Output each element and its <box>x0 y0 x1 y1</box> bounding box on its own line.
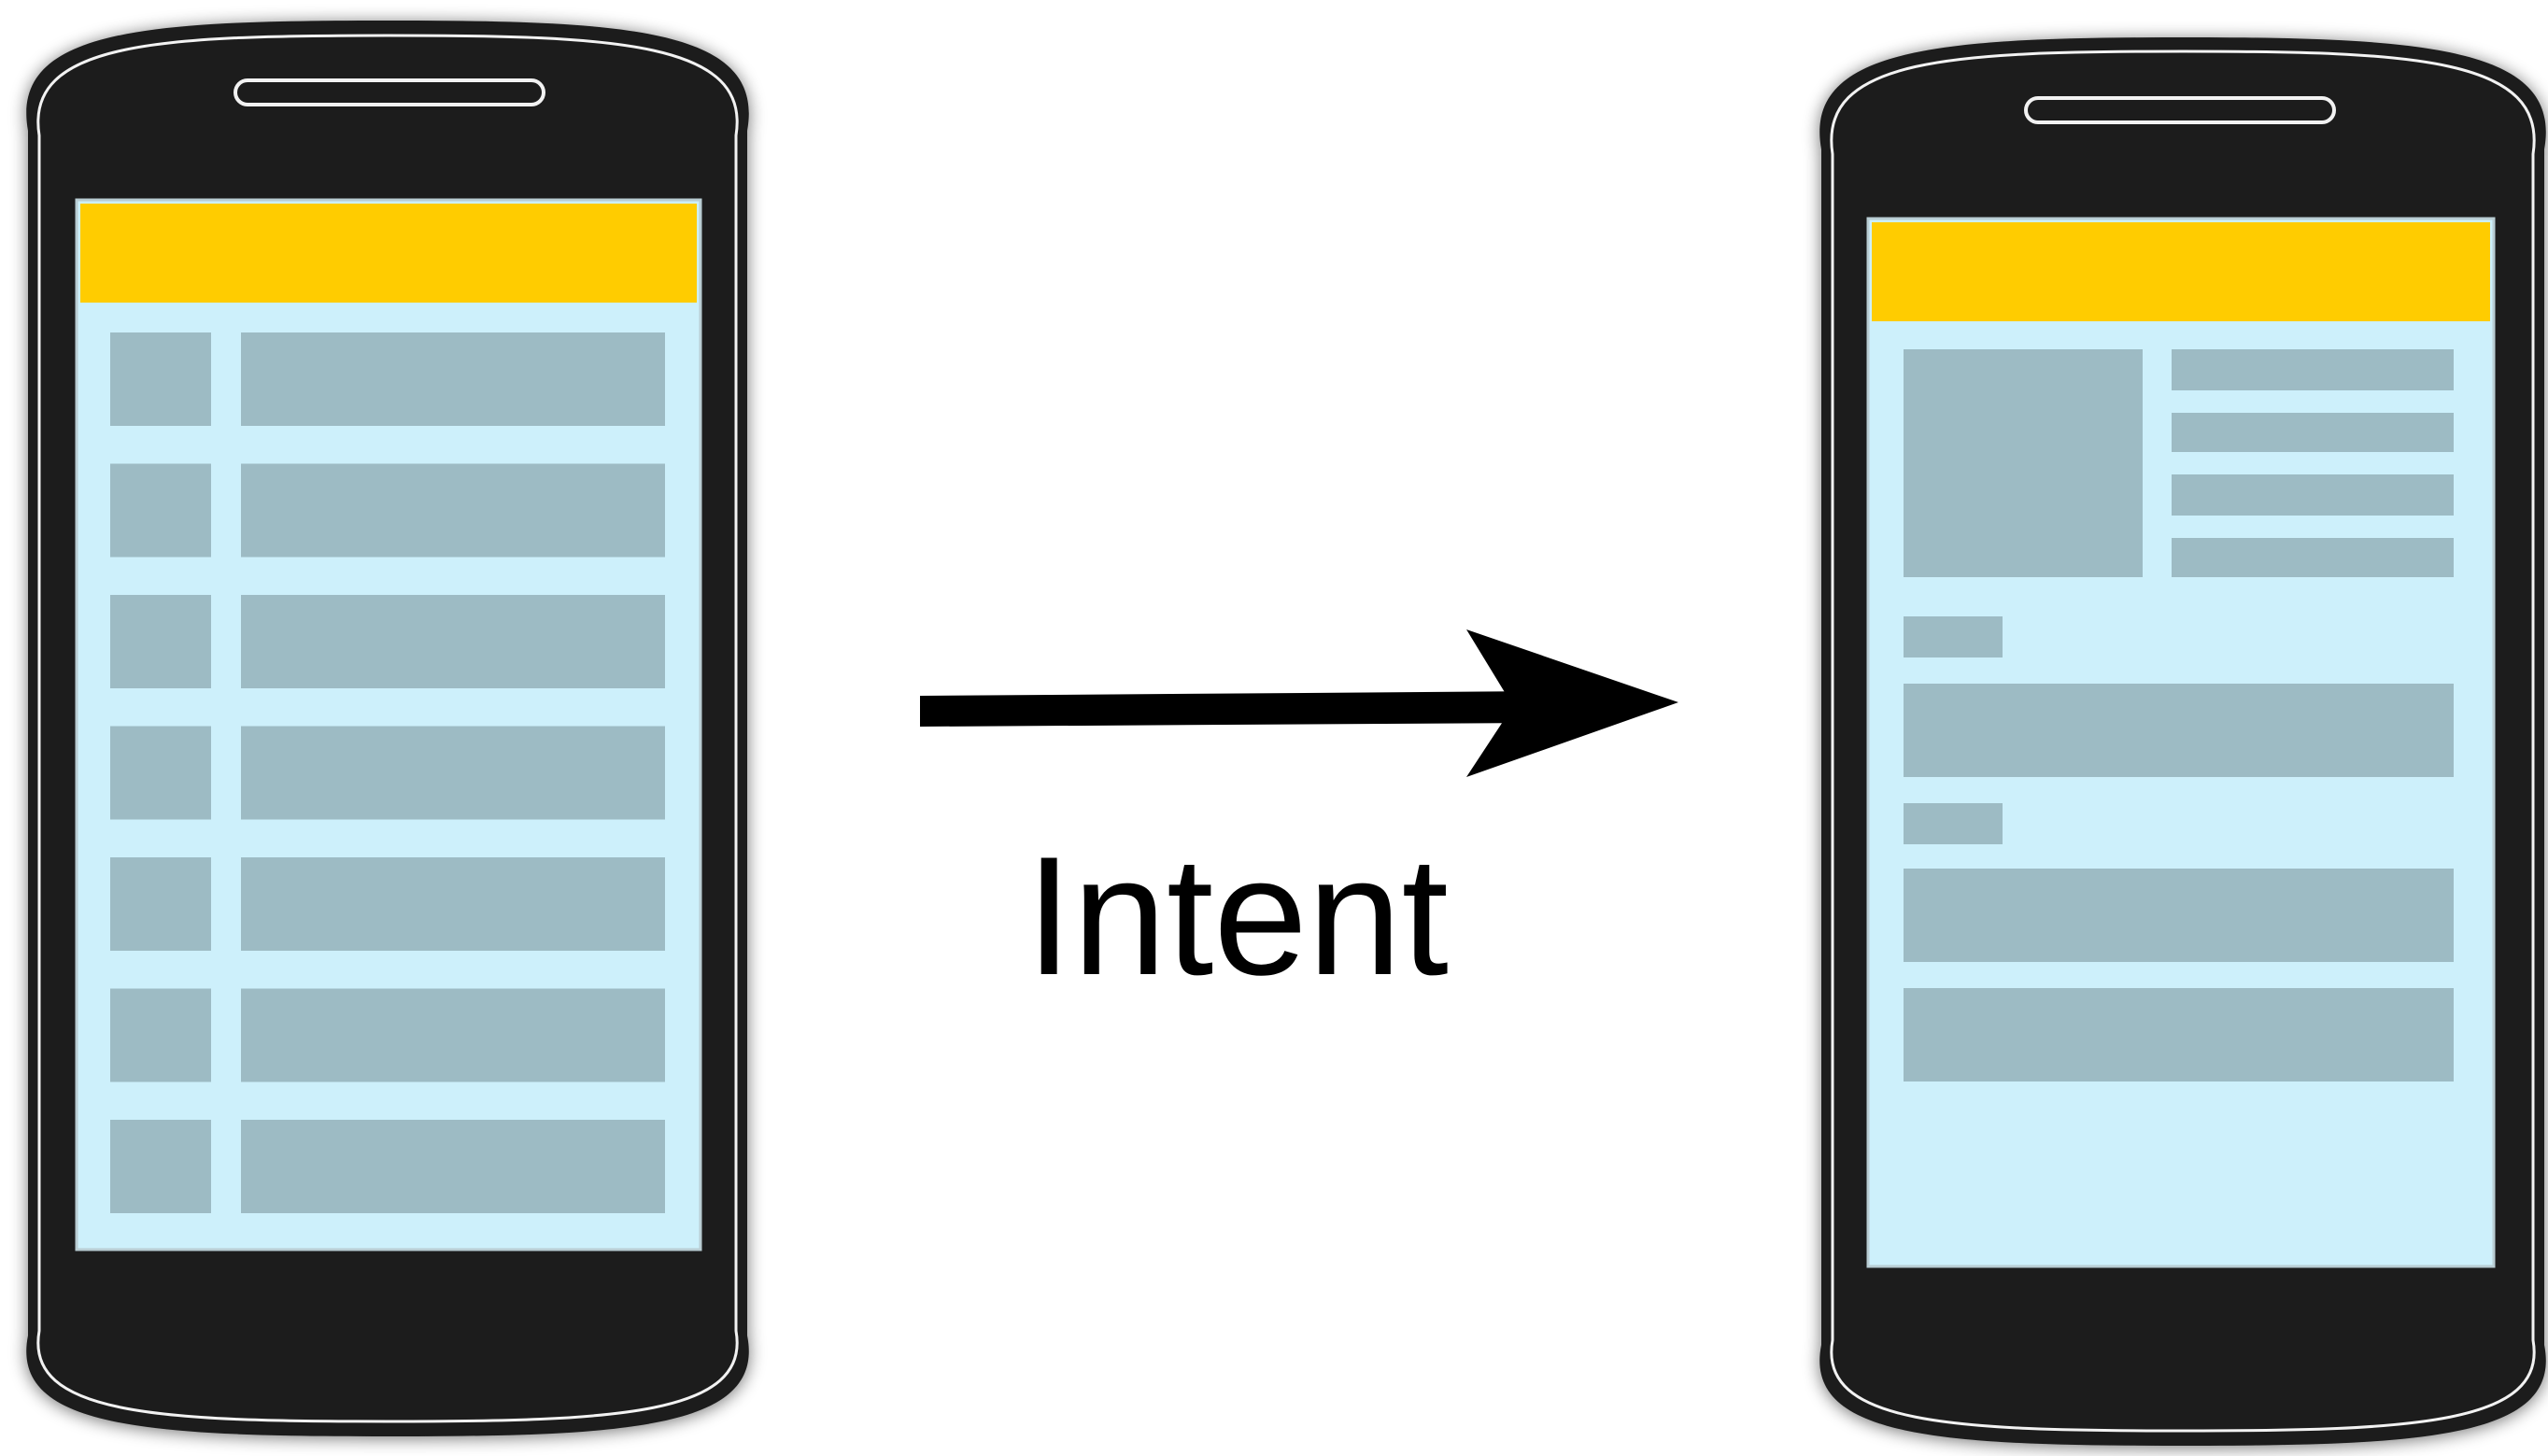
list-item <box>110 726 665 820</box>
list-item-text-placeholder <box>241 726 665 820</box>
list-item <box>110 1120 665 1213</box>
list-item-icon-placeholder <box>110 1120 211 1213</box>
speaker-grille <box>2024 96 2336 124</box>
source-phone <box>26 21 749 1436</box>
field-value-placeholder <box>1904 869 2454 962</box>
phone-outline <box>36 34 739 1423</box>
arrow-head <box>1466 629 1678 777</box>
phone-outline <box>1830 49 2536 1433</box>
list-item-icon-placeholder <box>110 463 211 558</box>
list-item <box>110 463 665 558</box>
list-item-text-placeholder <box>241 988 665 1082</box>
list-item-icon-placeholder <box>110 726 211 820</box>
detail-line-placeholder <box>2172 349 2454 390</box>
list-item-text-placeholder <box>241 1120 665 1213</box>
list-item-icon-placeholder <box>110 332 211 426</box>
list-item <box>110 857 665 951</box>
list-item-icon-placeholder <box>110 857 211 951</box>
list-item <box>110 595 665 688</box>
arrow-label: Intent <box>1026 822 1449 1011</box>
app-bar <box>80 204 697 303</box>
list-item-icon-placeholder <box>110 988 211 1082</box>
detail-line-placeholder <box>2172 538 2454 577</box>
list-item-icon-placeholder <box>110 595 211 688</box>
detail-line-placeholder <box>2172 474 2454 516</box>
intent-arrow <box>920 629 1678 777</box>
list-item-text-placeholder <box>241 463 665 558</box>
field-label-placeholder <box>1904 616 2003 657</box>
target-phone <box>1819 37 2546 1446</box>
arrow-shaft <box>920 691 1550 727</box>
list-rows <box>110 332 665 1213</box>
list-item-text-placeholder <box>241 595 665 688</box>
list-item <box>110 988 665 1082</box>
detail-line-placeholder <box>2172 413 2454 452</box>
field-value-placeholder <box>1904 988 2454 1081</box>
app-bar <box>1872 222 2490 321</box>
speaker-grille <box>234 78 545 106</box>
detail-image-placeholder <box>1904 349 2143 577</box>
field-label-placeholder <box>1904 803 2003 844</box>
field-value-placeholder <box>1904 684 2454 777</box>
list-item <box>110 332 665 426</box>
list-item-text-placeholder <box>241 332 665 426</box>
list-item-text-placeholder <box>241 857 665 951</box>
